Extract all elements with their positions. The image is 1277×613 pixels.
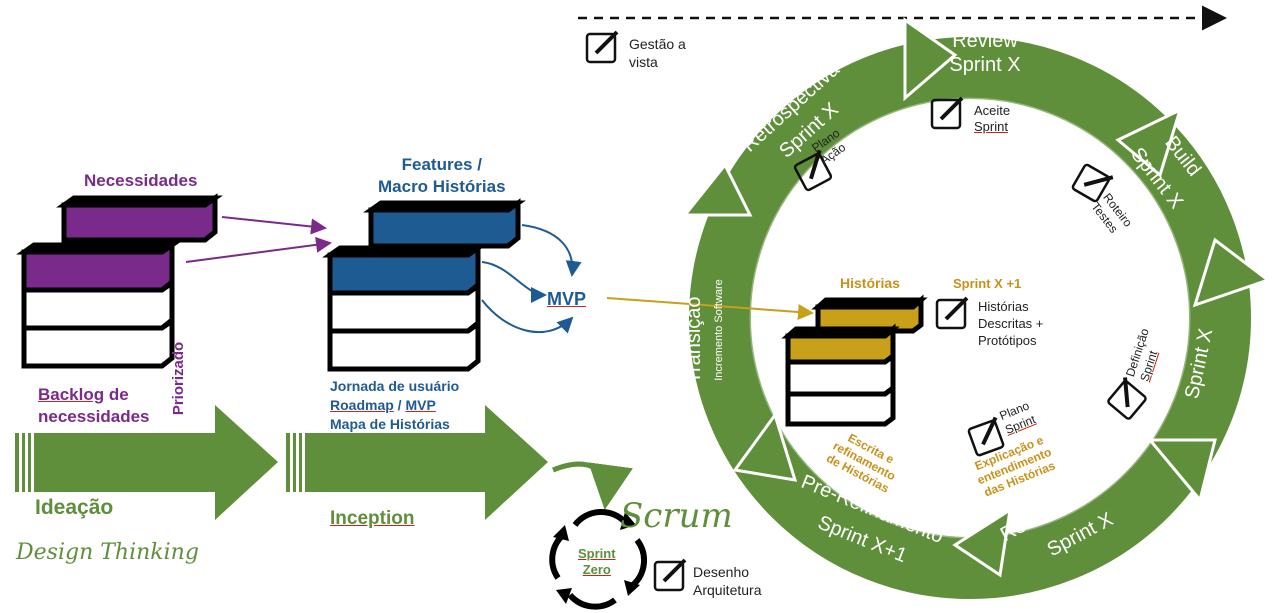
- backlog-label: Backlog de necessidades: [38, 384, 150, 428]
- mvp-label: MVP: [547, 289, 587, 309]
- gestao-line1: Gestão a: [629, 36, 686, 52]
- mvp-small-label: MVP: [405, 397, 436, 413]
- transicao-label: Transição: [683, 296, 705, 383]
- needs-to-features-arrow: [221, 216, 327, 235]
- sprint-x1-label: Sprint X +1: [953, 276, 1022, 291]
- ideation-arrow: [15, 405, 278, 520]
- cycle-arrowhead: [1146, 438, 1217, 504]
- backlog-word: Backlog: [38, 385, 105, 404]
- review-sprint-label: Sprint X: [949, 54, 1020, 76]
- sprint-zero-arrowheads: [553, 512, 640, 604]
- features-label: Features / Macro Histórias: [378, 154, 506, 198]
- journey-block: Jornada de usuário Roadmap / MVP Mapa de…: [330, 377, 459, 434]
- sprint-zero-line2: Zero: [582, 562, 611, 577]
- story-map-label: Mapa de Histórias: [330, 416, 450, 432]
- journey-label: Jornada de usuário: [330, 378, 460, 394]
- cycle-arrowhead: [903, 17, 958, 102]
- desenho-label: Desenho Arquitetura: [693, 563, 761, 599]
- mvp-to-stories-arrow: [606, 297, 814, 320]
- desenho-line2: Arquitetura: [693, 582, 762, 598]
- pencil-note-icon: [585, 30, 619, 64]
- gestao-line2: vista: [629, 54, 658, 70]
- features-line2: Macro Histórias: [378, 177, 506, 196]
- historias-label: Histórias: [840, 275, 900, 291]
- pencil-note-icon: [935, 296, 969, 330]
- desenho-line1: Desenho: [693, 564, 750, 580]
- cycle-arrowhead: [952, 506, 1012, 578]
- features-to-mvp-arrow-1: [521, 224, 582, 277]
- features-line1: Features /: [401, 155, 482, 174]
- cycle-arrowhead: [1115, 107, 1183, 178]
- pencil-note-icon: [967, 416, 1005, 457]
- gestao-label: Gestão a vista: [629, 35, 686, 71]
- aceite-line2: Sprint: [974, 119, 1008, 134]
- historias-descritas-label: Histórias Descritas + Protótipos: [978, 298, 1043, 349]
- aceite-line1: Aceite: [974, 103, 1011, 118]
- roadmap-slash: /: [393, 397, 406, 413]
- note-icons: [585, 30, 1147, 592]
- features-to-mvp-arrow-3: [481, 299, 574, 334]
- backlog-to-features-arrow: [185, 236, 332, 263]
- backlog-line2: necessidades: [38, 407, 150, 426]
- transicao-sub-label: Incremento Software: [713, 279, 725, 381]
- pencil-note-icon: [930, 96, 964, 130]
- hist-desc-line1: Histórias: [978, 299, 1029, 314]
- pencil-note-icon: [793, 149, 833, 192]
- pencil-note-icon: [1071, 163, 1114, 203]
- ideation-label: Ideação: [35, 496, 114, 519]
- stories-stack: [781, 294, 928, 427]
- sprint-zero-label: Sprint Zero: [578, 546, 616, 578]
- scrum-label: Scrum: [620, 496, 733, 536]
- design-thinking-label: Design Thinking: [16, 540, 199, 565]
- pencil-note-icon: [1107, 377, 1147, 420]
- cycle-arrowhead: [1192, 237, 1272, 308]
- inception-arrow: [286, 405, 548, 520]
- to-scrum-arrow: [552, 461, 633, 510]
- inception-label: Inception: [330, 508, 415, 529]
- hist-desc-line2: Descritas +: [978, 316, 1044, 331]
- sprint-cycle-ring: [681, 17, 1272, 599]
- review-label: Review: [952, 30, 1018, 52]
- prioritized-label: Priorizado: [170, 341, 188, 416]
- sprint-zero-line1: Sprint: [578, 546, 616, 561]
- backlog-rest: de: [104, 385, 129, 404]
- cycle-arrowhead: [681, 162, 753, 217]
- cycle-arrowhead: [732, 411, 798, 482]
- needs-label: Necessidades: [84, 171, 198, 190]
- backlog-stack: [16, 193, 223, 369]
- roadmap-label: Roadmap: [330, 397, 394, 413]
- pencil-note-icon: [653, 558, 687, 592]
- features-stack: [322, 198, 526, 372]
- hist-desc-line3: Protótipos: [978, 333, 1037, 348]
- features-to-mvp-arrow-2: [481, 261, 547, 303]
- aceite-label: Aceite Sprint: [974, 103, 1010, 135]
